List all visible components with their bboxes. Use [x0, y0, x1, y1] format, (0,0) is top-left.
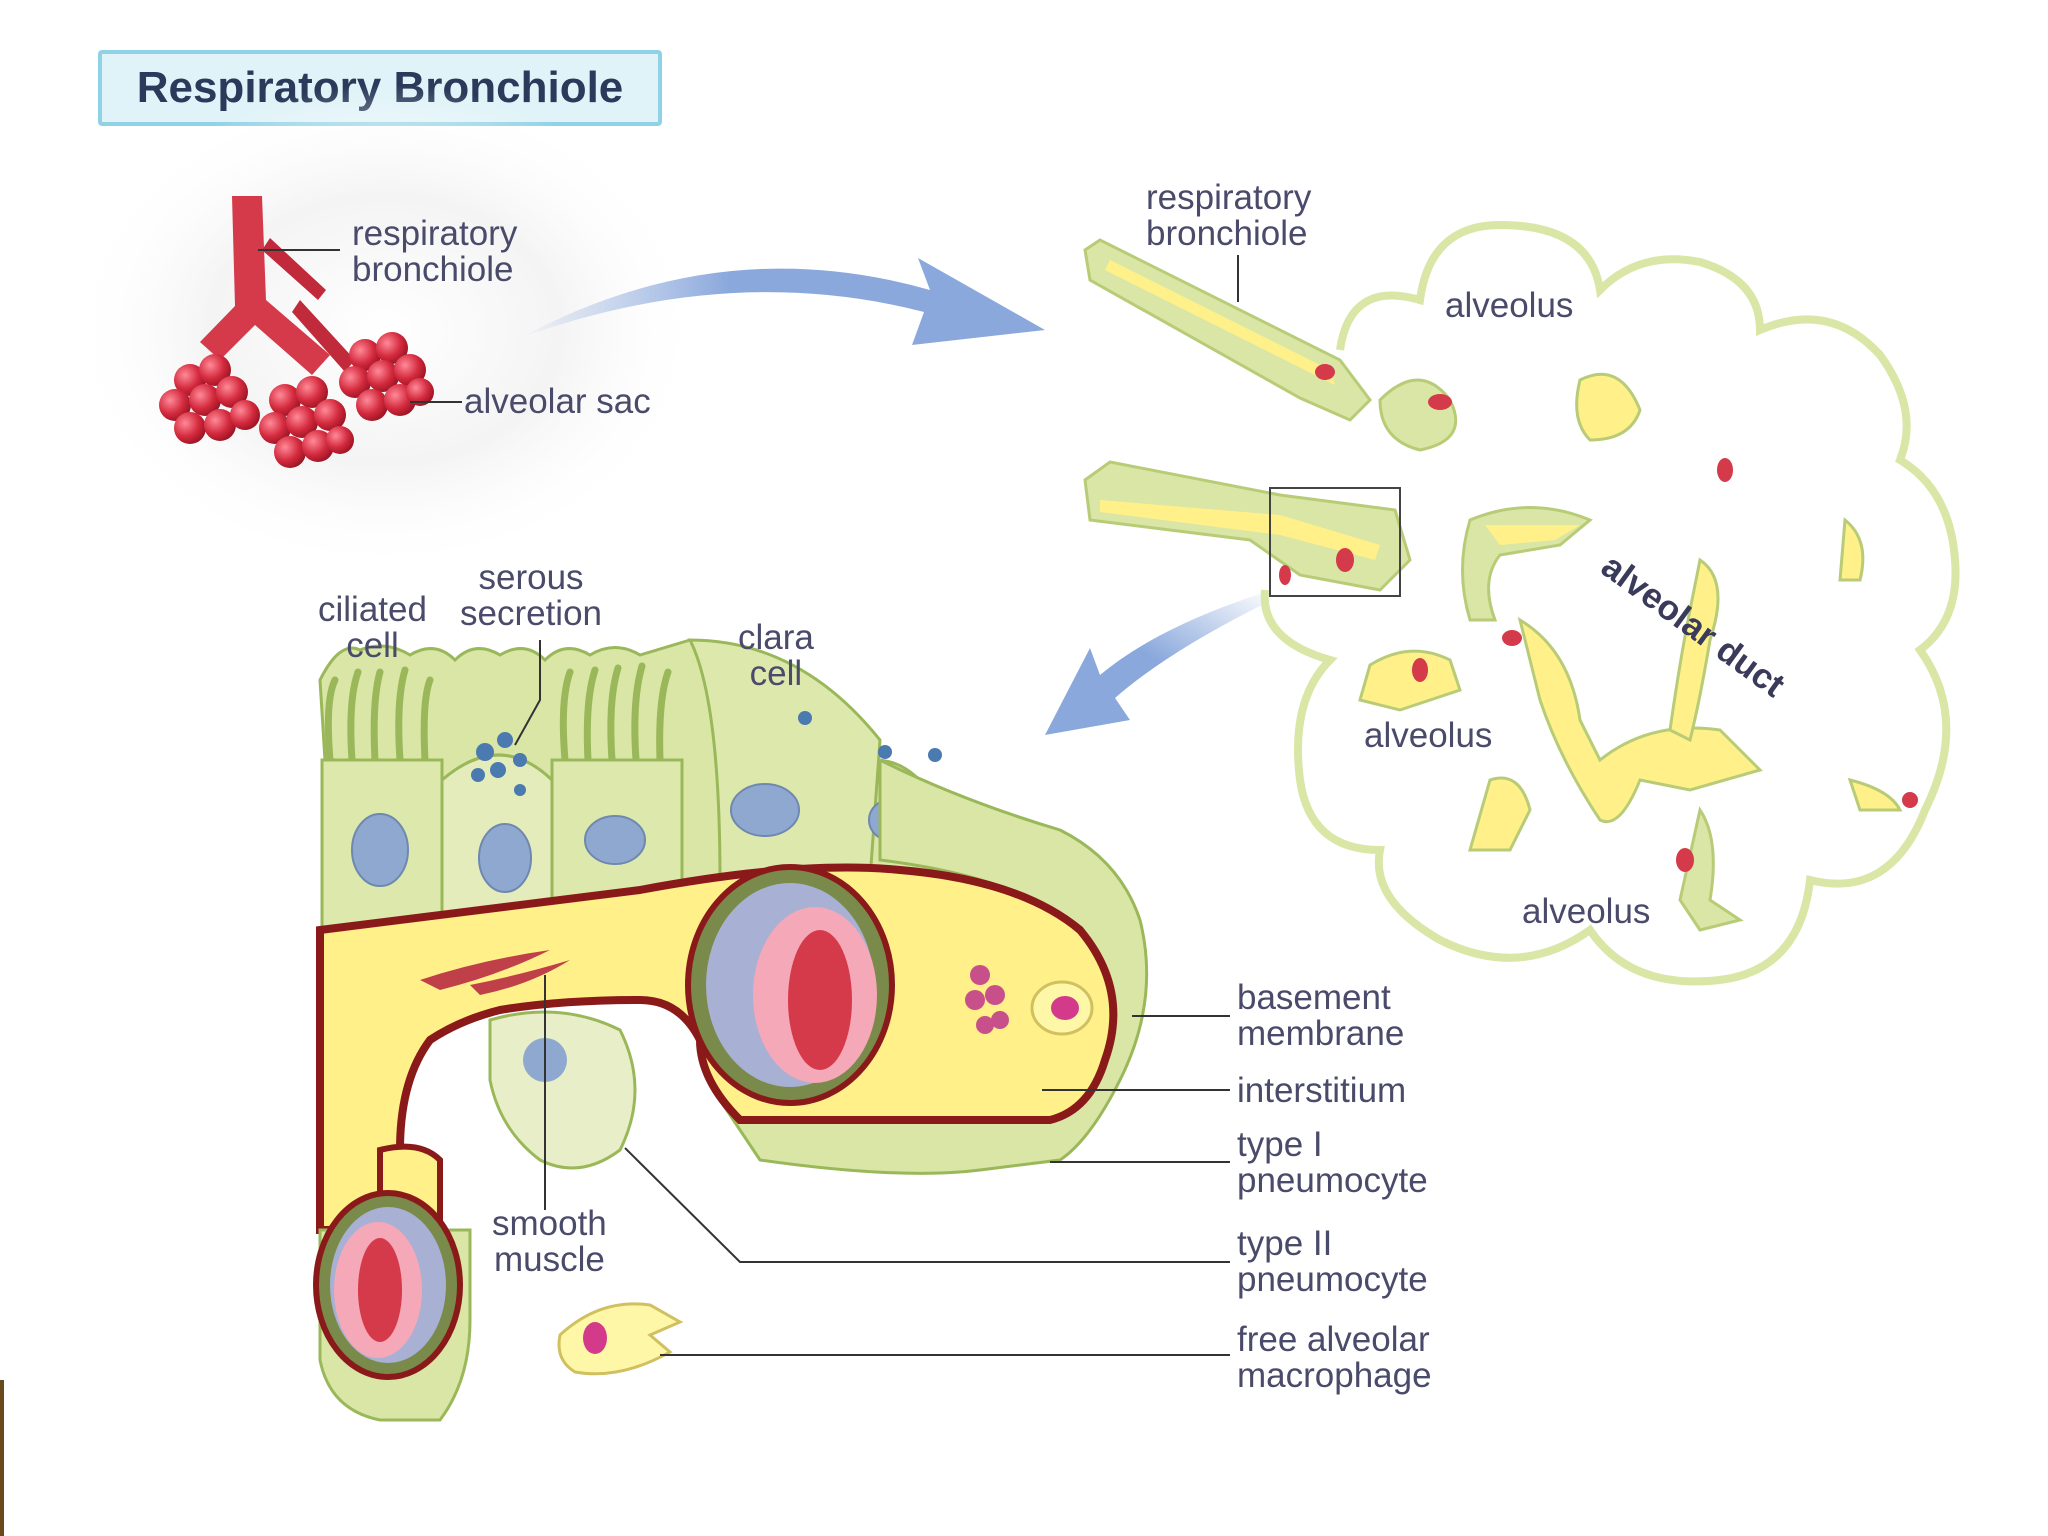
- alveolar-sac-cluster-right: [339, 332, 434, 421]
- left-edge-strip: [0, 1380, 4, 1536]
- detail-diagram: [313, 638, 1230, 1422]
- cilia-right: [559, 662, 672, 764]
- bronchiole-overview: [65, 85, 705, 575]
- arrow-acinus-to-detail: [1045, 590, 1272, 735]
- label-alveolar-sac: alveolar sac: [464, 382, 651, 421]
- label-alveolus-top: alveolus: [1445, 286, 1574, 325]
- leader-lines: [514, 640, 1230, 1356]
- free-alveolar-macrophage: [557, 1302, 684, 1376]
- cilia-left: [324, 666, 434, 764]
- label-alveolus-middle: alveolus: [1364, 716, 1493, 755]
- capillary-lower: [313, 1190, 463, 1380]
- acinus-diagram: [1083, 220, 1960, 986]
- alveolar-sac-cluster-left: [159, 354, 260, 444]
- label-interstitium: interstitium: [1237, 1071, 1407, 1110]
- label-alveolus-bottom: alveolus: [1522, 892, 1651, 931]
- arrow-overview-to-acinus: [520, 258, 1045, 345]
- magnification-box: [1269, 487, 1401, 597]
- alveolar-sac-cluster-middle: [259, 376, 354, 468]
- capillary-central: [685, 864, 895, 1106]
